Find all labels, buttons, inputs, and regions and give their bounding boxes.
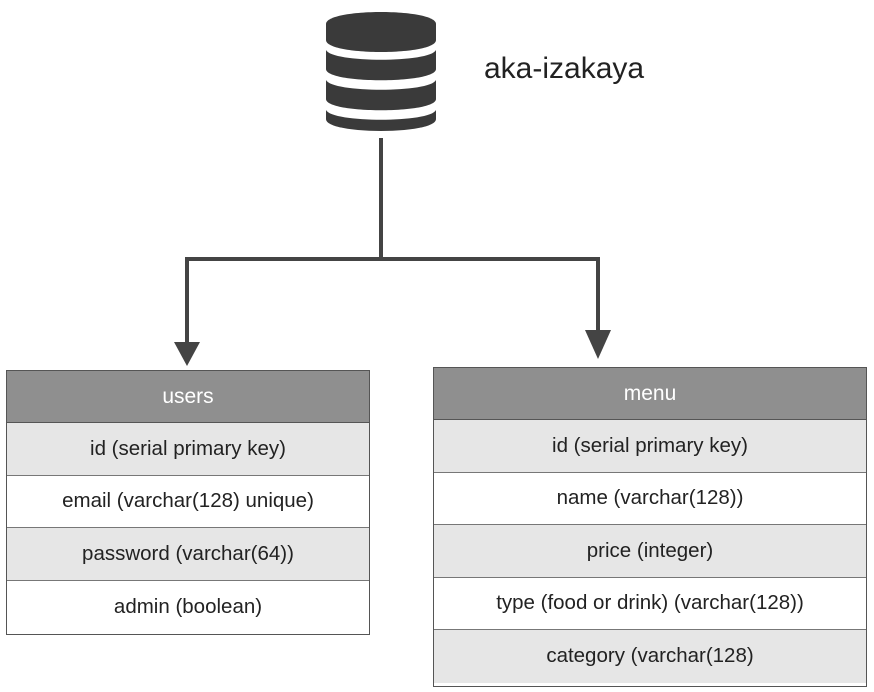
menu-table: menu id (serial primary key) name (varch… [433,367,867,687]
menu-field-name: name (varchar(128)) [434,472,866,525]
users-table: users id (serial primary key) email (var… [6,370,370,635]
menu-arrowhead [585,330,611,359]
users-field-admin: admin (boolean) [7,580,369,633]
users-arrowhead [174,342,200,366]
users-field-password: password (varchar(64)) [7,528,369,581]
menu-field-category: category (varchar(128) [434,630,866,683]
database-name: aka-izakaya [484,52,645,85]
menu-field-id: id (serial primary key) [434,420,866,473]
menu-field-price: price (integer) [434,525,866,578]
users-field-id: id (serial primary key) [7,423,369,476]
menu-table-header: menu [434,368,866,420]
database-icon [326,12,436,131]
menu-field-type: type (food or drink) (varchar(128)) [434,577,866,630]
users-field-email: email (varchar(128) unique) [7,475,369,528]
users-table-header: users [7,371,369,423]
